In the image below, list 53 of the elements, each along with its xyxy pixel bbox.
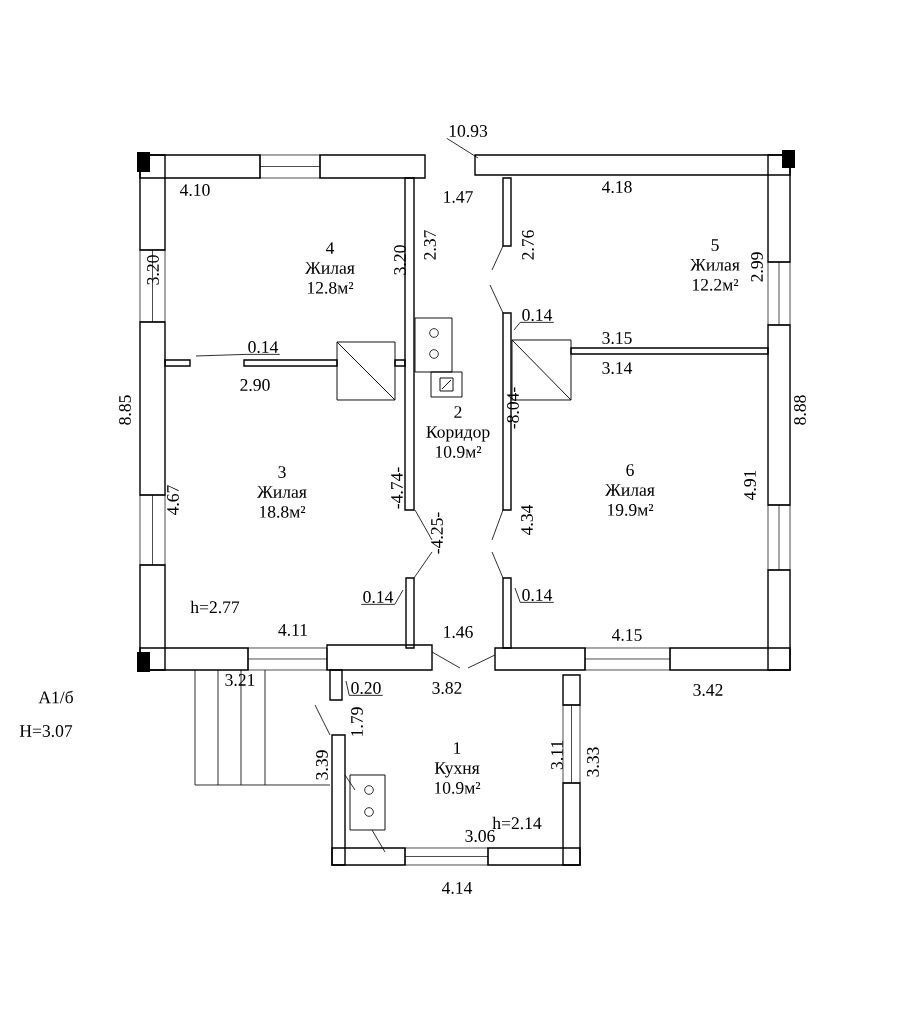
dimension-label: 2.76 (522, 230, 534, 260)
dimension-label: 3.39 (316, 750, 328, 780)
dimension-label: 8.88 (794, 395, 806, 425)
room-label: 4 Жилая 12.8м² (305, 242, 355, 294)
leader-line (446, 137, 479, 159)
dimension-label: h=2.14 (492, 816, 542, 830)
note-text: А1/б (38, 690, 73, 704)
leader-line (195, 353, 281, 357)
dimension-label: 3.42 (693, 684, 723, 696)
dimension-label: 3.20 (394, 245, 406, 275)
dimension-label: 10.93 (449, 125, 488, 137)
dimension-label: -8.04- (507, 387, 519, 429)
dimension-label: 4.15 (612, 629, 642, 641)
leader-line (514, 587, 555, 603)
dimension-label: 8.85 (119, 395, 131, 425)
dimension-label: h=2.77 (190, 600, 240, 614)
dimension-label: 4.10 (180, 184, 210, 196)
dimension-label: 0.14 (522, 309, 553, 321)
dimension-label: 4.14 (442, 882, 473, 894)
dimension-label: -4.74- (391, 467, 403, 509)
dimension-label: 4.91 (744, 470, 756, 500)
room-label: 3 Жилая 18.8м² (257, 466, 307, 518)
dimension-label: 3.21 (225, 674, 255, 686)
dimension-label: 3.15 (602, 332, 632, 344)
leader-line (345, 680, 384, 696)
dimension-label: 0.14 (363, 591, 394, 603)
dimension-label: 3.33 (587, 747, 599, 777)
dimension-label: 0.20 (351, 682, 381, 694)
dimension-label: 1.79 (351, 707, 363, 736)
dimension-label: 3.06 (465, 830, 495, 842)
leader-line (513, 321, 555, 331)
dimension-label: 2.90 (240, 379, 270, 391)
dimension-label: 3.20 (147, 255, 159, 285)
room-label: 1 Кухня 10.9м² (434, 742, 481, 794)
room-label: 6 Жилая 19.9м² (605, 464, 655, 516)
room-label: 5 Жилая 12.2м² (690, 239, 740, 291)
dimension-label: 0.14 (248, 341, 279, 353)
dimension-label: 2.37 (424, 230, 436, 260)
dimension-label: 0.14 (522, 589, 553, 601)
dimension-label: 1.46 (444, 626, 473, 638)
dimension-label: 4.11 (278, 624, 307, 636)
note-text: H=3.07 (19, 725, 73, 737)
dimension-label: 3.11 (551, 741, 563, 770)
dimension-label: 4.67 (167, 485, 179, 515)
dimension-label: 2.99 (751, 252, 763, 282)
dimension-label: -4.25- (431, 512, 443, 554)
leader-line (360, 589, 404, 605)
dimension-label: 4.18 (602, 181, 632, 193)
dimension-label: 1.47 (444, 191, 473, 203)
dimension-label: 3.82 (432, 682, 462, 694)
dimension-label: 3.14 (602, 362, 633, 374)
dimension-label: 4.34 (521, 504, 533, 535)
room-label: 2 Коридор 10.9м² (426, 406, 490, 458)
